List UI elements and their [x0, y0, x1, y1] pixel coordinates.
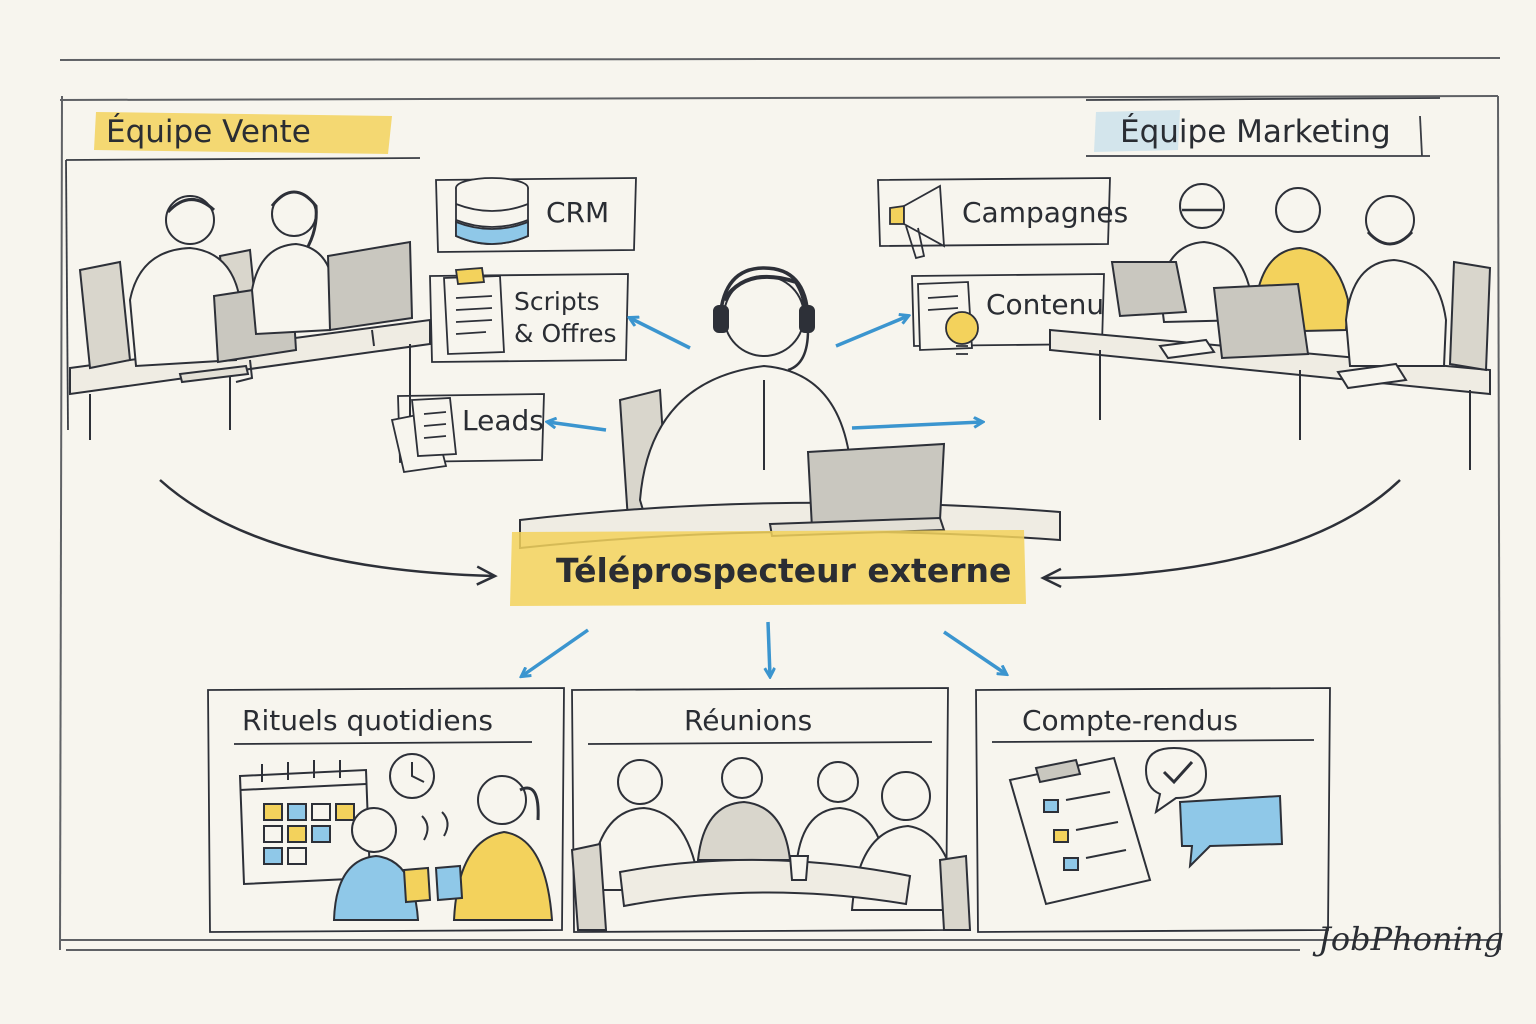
rituels-box: [207, 687, 565, 933]
leads-label: Leads: [462, 404, 544, 437]
arrow-to-rituels: [522, 628, 590, 676]
database-icon: [455, 177, 529, 245]
contenu-chip: [911, 273, 1105, 355]
rituels-title: Rituels quotidiens: [242, 704, 493, 737]
chat-bubbles-icon: [1144, 746, 1284, 869]
lightbulb-icon: [917, 281, 979, 355]
arrow-to-contenu: [835, 316, 908, 348]
crm-label: CRM: [546, 196, 610, 229]
scripts-label: Scripts & Offres: [514, 286, 616, 350]
arrow-to-comptes: [943, 630, 1006, 674]
blue-arrows: [522, 316, 1006, 676]
marketing-title-highlight: [1094, 110, 1180, 152]
center-title: Téléprospecteur externe: [556, 551, 1012, 590]
curved-arrows: [159, 479, 1401, 588]
arrow-to-leads: [548, 422, 607, 432]
sales-title-highlight: [94, 112, 392, 154]
scripts-line1: Scripts: [514, 287, 600, 316]
marketing-team-illustration: [1049, 183, 1492, 470]
comptes-box: [975, 687, 1331, 933]
campagnes-chip: [877, 177, 1111, 260]
sales-team-title: Équipe Vente: [106, 114, 311, 150]
document-icon: [443, 267, 505, 355]
coffee-cups-icon: [332, 775, 554, 921]
jobphoning-logo: JobPhoning: [1318, 920, 1504, 958]
papers-icon: [390, 397, 457, 474]
crm-chip: [435, 177, 637, 253]
arrow-to-reunions: [768, 621, 770, 676]
marketing-team-box: [1085, 97, 1441, 157]
arrow-from-sales: [159, 479, 498, 586]
calendar-icon: [238, 760, 372, 886]
arrow-right: [851, 422, 982, 430]
scripts-line2: & Offres: [514, 319, 617, 348]
meeting-table-icon: [570, 757, 972, 931]
clock-icon: [389, 753, 435, 799]
sales-team-box: [65, 157, 421, 431]
reunions-title: Réunions: [684, 704, 813, 737]
marketing-team-title: Équipe Marketing: [1120, 114, 1391, 150]
arrow-from-marketing: [1040, 479, 1401, 588]
scripts-chip: [429, 267, 629, 363]
campagnes-label: Campagnes: [962, 196, 1129, 229]
leads-chip: [390, 393, 545, 474]
arrow-to-scripts: [630, 318, 691, 350]
clipboard-checklist-icon: [1008, 756, 1152, 906]
center-title-highlight: [510, 530, 1026, 606]
contenu-label: Contenu: [986, 288, 1105, 321]
sales-team-illustration: [69, 190, 431, 440]
megaphone-icon: [889, 184, 946, 260]
comptes-title: Compte-rendus: [1022, 704, 1239, 737]
outer-frame: [59, 57, 1501, 951]
